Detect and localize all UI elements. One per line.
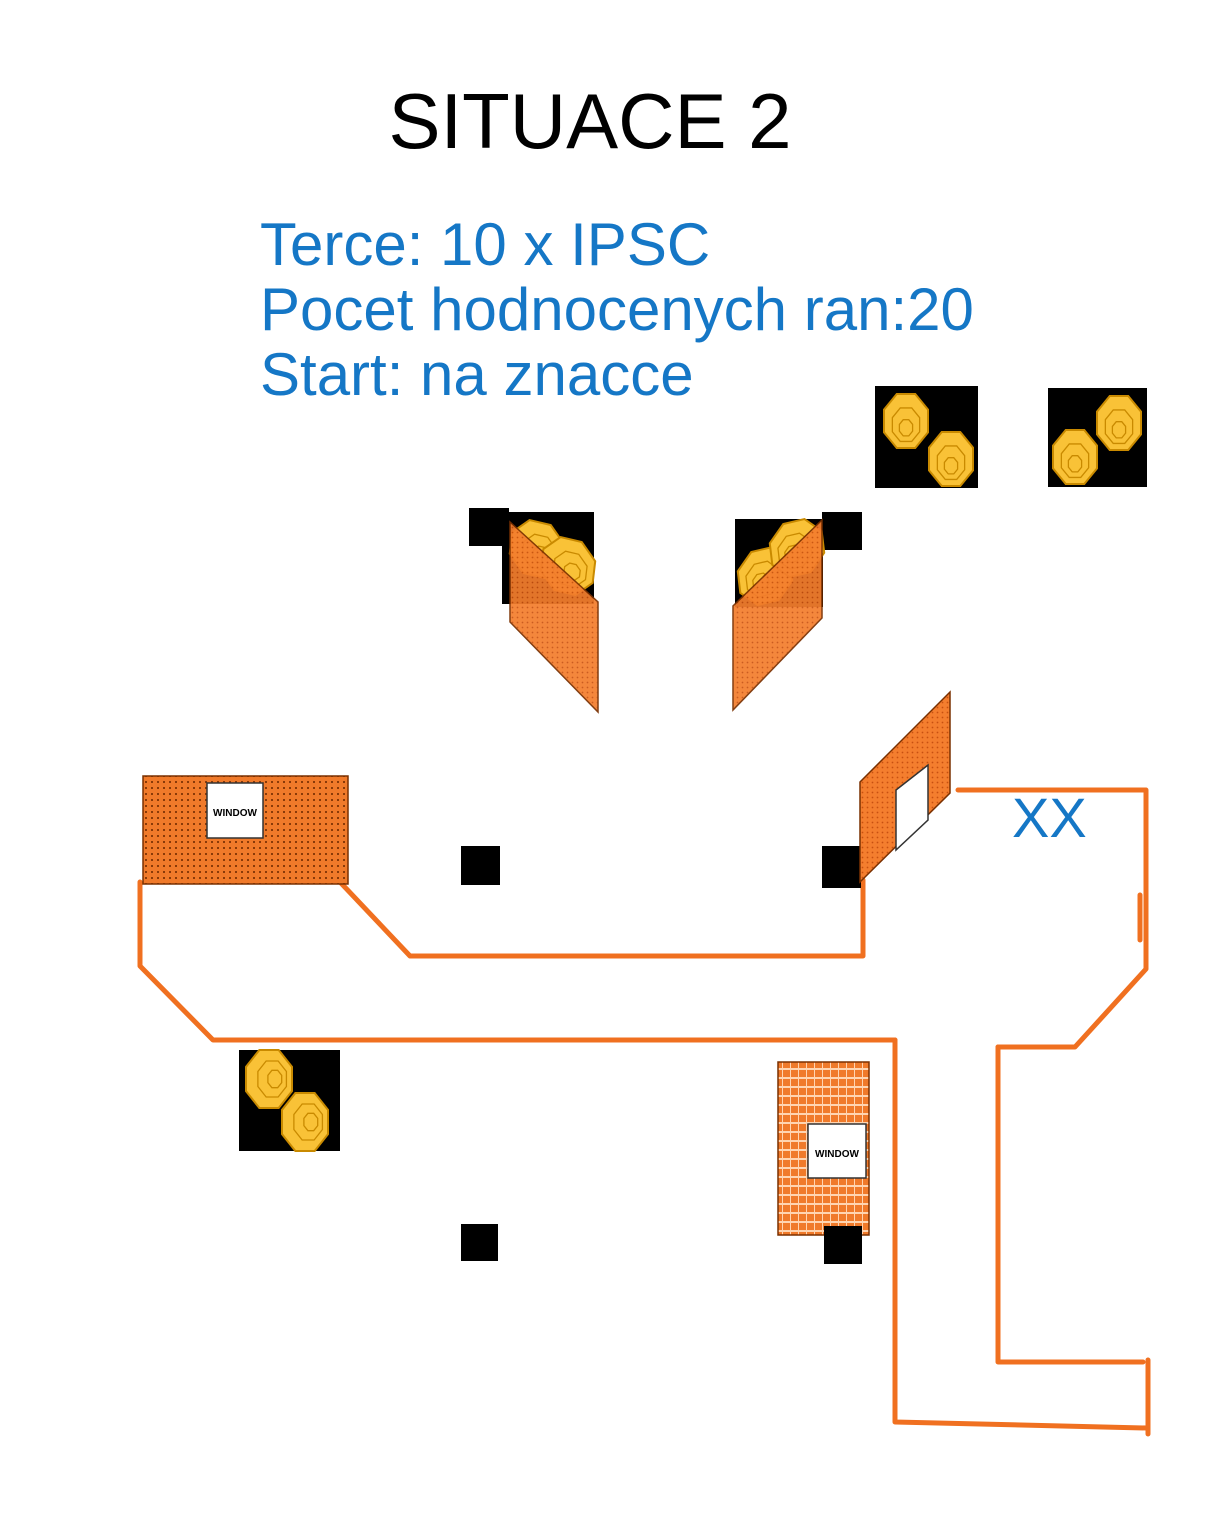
target-scoring-zone <box>943 457 959 475</box>
info-targets: Terce: 10 x IPSC <box>260 211 711 278</box>
window-label-bottom: WINDOW <box>815 1149 859 1160</box>
stage-info: Terce: 10 x IPSC Pocet hodnocenych ran:2… <box>260 212 974 407</box>
window-label-left: WINDOW <box>213 808 257 819</box>
fault-lines <box>137 787 1151 1437</box>
target-scoring-zone <box>891 407 921 443</box>
stage-title: SITUACE 2 <box>388 77 792 165</box>
target-body <box>1096 395 1142 451</box>
target-scoring-zone <box>293 1103 324 1141</box>
start-mark: XX <box>1012 786 1087 849</box>
ipsc-target <box>928 431 974 487</box>
fault-line-right-upper <box>955 787 1149 1050</box>
black-block <box>824 1226 862 1264</box>
ipsc-target <box>281 1092 329 1152</box>
black-block <box>822 512 862 550</box>
panel-right-angled <box>732 518 823 712</box>
target-scoring-zone <box>1060 443 1090 479</box>
target-scoring-zone <box>1111 421 1127 439</box>
target-scoring-zone <box>303 1112 319 1132</box>
fault-line-corridor-left <box>892 1037 1149 1431</box>
black-block <box>461 1224 498 1261</box>
black-block <box>822 846 861 888</box>
ipsc-target <box>1052 429 1098 485</box>
info-scored-hits: Pocet hodnocenych ran:20 <box>260 276 974 343</box>
target-body <box>281 1092 329 1152</box>
target-scoring-zone <box>257 1060 288 1098</box>
door-opening <box>895 763 929 852</box>
target-scoring-zone <box>898 419 914 437</box>
target-scoring-zone <box>1067 455 1083 473</box>
props <box>239 386 1147 1264</box>
window-left-frame <box>206 782 264 839</box>
window-bottom-frame <box>807 1123 867 1179</box>
target-body <box>245 1049 293 1109</box>
target-scoring-zone <box>267 1069 283 1089</box>
fault-line-left-inner <box>337 877 866 959</box>
panel-left-angled <box>509 520 599 714</box>
black-block <box>461 846 500 885</box>
ipsc-target <box>1096 395 1142 451</box>
fault-line-left-upper <box>137 879 898 1043</box>
fault-line-corridor-right <box>995 1044 1146 1365</box>
ipsc-target <box>245 1049 293 1109</box>
target-body <box>1052 429 1098 485</box>
target-body <box>928 431 974 487</box>
target-scoring-zone <box>936 445 966 481</box>
target-scoring-zone <box>1104 409 1134 445</box>
ipsc-targets <box>245 393 1142 1152</box>
info-start: Start: na znacce <box>260 341 694 408</box>
ipsc-target <box>883 393 929 449</box>
